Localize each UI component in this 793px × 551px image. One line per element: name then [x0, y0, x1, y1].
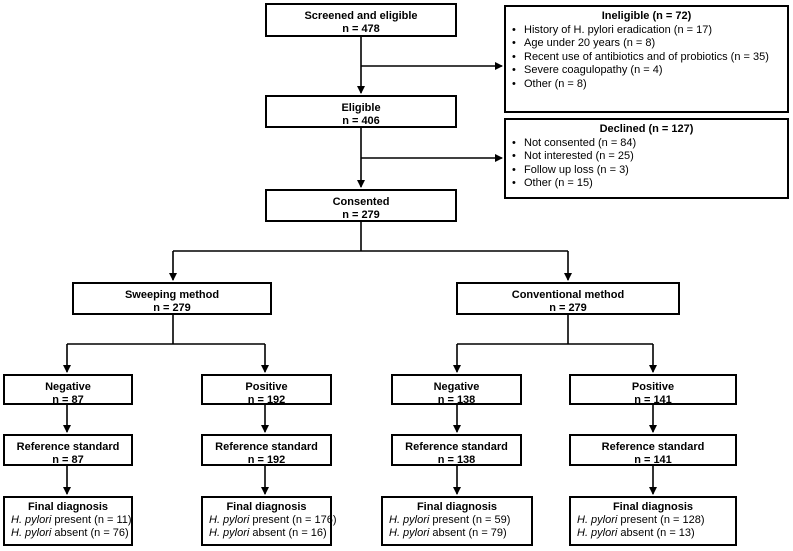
result-title: Negative: [45, 381, 91, 393]
eligible-box: Eligible n = 406: [265, 95, 457, 128]
absent-row: H. pylori absent (n = 76): [5, 527, 131, 540]
consented-box: Consented n = 279: [265, 189, 457, 222]
list-item: Recent use of antibiotics and of probiot…: [512, 51, 787, 65]
present-row: H. pylori present (n = 176): [203, 514, 337, 527]
result-count: n = 87: [52, 394, 84, 406]
final-title: Final diagnosis: [612, 501, 694, 513]
conventional-count: n = 279: [549, 302, 587, 314]
present-row: H. pylori present (n = 59): [383, 514, 531, 527]
screened-box: Screened and eligible n = 478: [265, 3, 457, 37]
consented-title: Consented: [332, 196, 390, 208]
eligible-count: n = 406: [342, 115, 380, 127]
organism: H. pylori: [209, 514, 250, 526]
conventional-method-box: Conventional method n = 279: [456, 282, 680, 315]
declined-box: Declined (n = 127) Not consented (n = 84…: [504, 118, 789, 199]
consented-count: n = 279: [342, 209, 380, 221]
list-item: Other (n = 15): [512, 177, 787, 191]
absent-row: H. pylori absent (n = 13): [571, 527, 735, 540]
list-item: Age under 20 years (n = 8): [512, 37, 787, 51]
eligible-title: Eligible: [341, 102, 381, 114]
organism: H. pylori: [209, 527, 250, 539]
reference-title: Reference standard: [215, 441, 318, 453]
ineligible-list: History of H. pylori eradication (n = 17…: [512, 24, 787, 91]
reference-count: n = 192: [247, 454, 286, 466]
sweeping-negative-box: Negative n = 87: [3, 374, 133, 406]
sweeping-title: Sweeping method: [124, 289, 220, 301]
conventional-negative-reference-box: Reference standard n = 138: [391, 434, 522, 466]
organism: H. pylori: [11, 514, 52, 526]
declined-list: Not consented (n = 84) Not interested (n…: [512, 137, 787, 191]
conventional-negative-box: Negative n = 138: [391, 374, 522, 406]
absent-value: absent (n = 16): [252, 527, 327, 539]
absent-value: absent (n = 79): [432, 527, 507, 539]
conventional-positive-box: Positive n = 141: [569, 374, 737, 406]
conventional-title: Conventional method: [511, 289, 625, 301]
list-item: Not interested (n = 25): [512, 150, 787, 164]
sweeping-negative-final-box: Final diagnosis H. pylori present (n = 1…: [3, 496, 133, 546]
present-value: present (n = 59): [432, 514, 511, 526]
ineligible-box: Ineligible (n = 72) History of H. pylori…: [504, 5, 789, 113]
list-item: History of H. pylori eradication (n = 17…: [512, 24, 787, 38]
present-value: present (n = 176): [252, 514, 337, 526]
list-item: Follow up loss (n = 3): [512, 164, 787, 178]
reference-count: n = 87: [52, 454, 84, 466]
result-title: Negative: [433, 381, 480, 393]
result-title: Positive: [245, 381, 288, 393]
screened-title: Screened and eligible: [304, 10, 418, 22]
sweeping-positive-final-box: Final diagnosis H. pylori present (n = 1…: [201, 496, 337, 546]
result-count: n = 138: [437, 394, 476, 406]
final-title: Final diagnosis: [226, 501, 307, 513]
organism: H. pylori: [389, 514, 430, 526]
conventional-positive-reference-box: Reference standard n = 141: [569, 434, 737, 466]
list-item: Not consented (n = 84): [512, 137, 787, 151]
present-row: H. pylori present (n = 11): [5, 514, 132, 527]
reference-title: Reference standard: [16, 441, 120, 453]
conventional-negative-final-box: Final diagnosis H. pylori present (n = 5…: [381, 496, 533, 546]
reference-title: Reference standard: [601, 441, 705, 453]
organism: H. pylori: [577, 514, 618, 526]
reference-count: n = 141: [634, 454, 672, 466]
result-title: Positive: [631, 381, 675, 393]
absent-value: absent (n = 76): [54, 527, 129, 539]
sweeping-count: n = 279: [153, 302, 191, 314]
organism: H. pylori: [11, 527, 52, 539]
absent-value: absent (n = 13): [620, 527, 695, 539]
ineligible-title: Ineligible (n = 72): [601, 10, 692, 22]
result-count: n = 141: [634, 394, 672, 406]
list-item: Other (n = 8): [512, 78, 787, 92]
conventional-positive-final-box: Final diagnosis H. pylori present (n = 1…: [569, 496, 737, 546]
result-count: n = 192: [247, 394, 286, 406]
reference-count: n = 138: [437, 454, 476, 466]
sweeping-negative-reference-box: Reference standard n = 87: [3, 434, 133, 466]
absent-row: H. pylori absent (n = 16): [203, 527, 330, 540]
list-item: Severe coagulopathy (n = 4): [512, 64, 787, 78]
declined-title: Declined (n = 127): [599, 123, 694, 135]
reference-title: Reference standard: [405, 441, 508, 453]
final-title: Final diagnosis: [416, 501, 498, 513]
present-row: H. pylori present (n = 128): [571, 514, 735, 527]
sweeping-positive-reference-box: Reference standard n = 192: [201, 434, 332, 466]
organism: H. pylori: [577, 527, 618, 539]
present-value: present (n = 11): [54, 514, 132, 526]
present-value: present (n = 128): [620, 514, 705, 526]
sweeping-method-box: Sweeping method n = 279: [72, 282, 272, 315]
absent-row: H. pylori absent (n = 79): [383, 527, 531, 540]
sweeping-positive-box: Positive n = 192: [201, 374, 332, 406]
screened-count: n = 478: [342, 23, 380, 35]
final-title: Final diagnosis: [27, 501, 109, 513]
organism: H. pylori: [389, 527, 430, 539]
